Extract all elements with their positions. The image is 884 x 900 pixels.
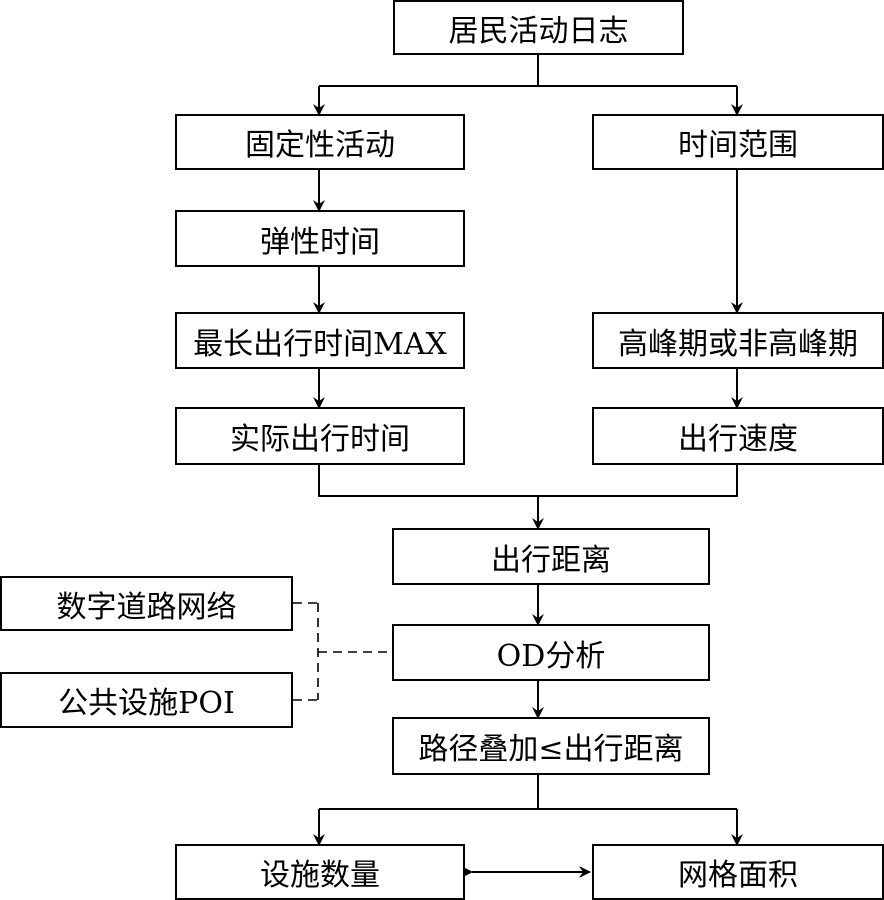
node-max-travel-time: 最长出行时间MAX [175,312,465,369]
node-fixed-activity: 固定性活动 [175,114,465,170]
node-grid-area: 网格面积 [592,844,884,900]
node-public-facility-poi: 公共设施POI [0,672,293,728]
connector-merge [318,463,738,497]
node-path-overlay: 路径叠加≤出行距离 [392,717,710,775]
node-travel-speed: 出行速度 [592,407,884,465]
node-peak-or-offpeak: 高峰期或非高峰期 [592,312,884,369]
node-travel-distance: 出行距离 [392,528,710,585]
node-digital-road-network: 数字道路网络 [0,576,293,631]
node-facility-count: 设施数量 [175,844,465,900]
node-flexible-time: 弹性时间 [175,210,465,267]
node-resident-activity-log: 居民活动日志 [393,0,684,55]
node-actual-travel-time: 实际出行时间 [175,407,465,465]
node-time-range: 时间范围 [592,114,884,170]
node-od-analysis: OD分析 [392,624,710,681]
